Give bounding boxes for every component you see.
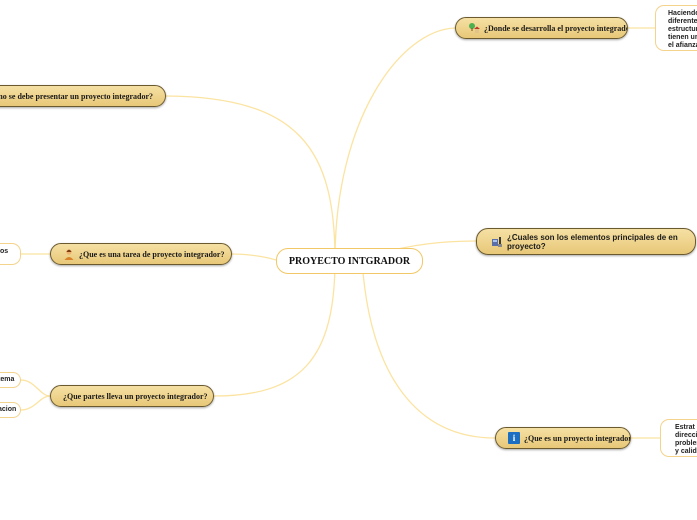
leaf-donde-detail[interactable]: Haciendo diferente estructur tienen ur e…	[655, 5, 697, 51]
leaf-line: direcci	[675, 432, 697, 439]
topic-que-es[interactable]: i ¿Que es un proyecto integrador?	[495, 427, 631, 449]
link-que-es	[361, 259, 496, 439]
topic-como-label: ¿Como se debe presentar un proyecto inte…	[0, 91, 153, 101]
tools-icon	[491, 236, 503, 248]
leaf-text: os	[0, 248, 9, 255]
leaf-partes-detail-1[interactable]: tema	[0, 372, 21, 388]
house-tree-icon	[468, 22, 480, 34]
topic-donde[interactable]: ¿Donde se desarrolla el proyecto integra…	[455, 17, 628, 39]
central-topic-label: PROYECTO INTGRADOR	[288, 255, 411, 267]
leaf-line: y calida	[675, 448, 697, 455]
link-partes-leaf-2	[20, 395, 51, 411]
link-donde	[334, 27, 456, 261]
central-topic[interactable]: PROYECTO INTGRADOR	[276, 248, 423, 274]
leaf-line: Estrat	[675, 424, 695, 431]
topic-partes[interactable]: ¿Que partes lleva un proyecto integrador…	[50, 385, 214, 407]
topic-elementos-label: ¿Cuales son los elementos principales de…	[507, 232, 678, 251]
leaf-line: tienen ur	[668, 34, 697, 41]
link-partes-leaf-1	[20, 379, 51, 397]
topic-que-es-label: ¿Que es un proyecto integrador?	[524, 433, 631, 443]
leaf-line: diferente	[668, 18, 697, 25]
leaf-line: Haciendo	[668, 10, 697, 17]
topic-tarea[interactable]: ¿Que es una tarea de proyecto integrador…	[50, 243, 232, 265]
leaf-line: el afianza	[668, 42, 697, 49]
person-icon	[63, 248, 75, 260]
link-tarea	[231, 253, 277, 261]
topic-tarea-label: ¿Que es una tarea de proyecto integrador…	[79, 249, 225, 259]
leaf-tarea-detail[interactable]: os	[0, 243, 21, 265]
topic-donde-label: ¿Donde se desarrolla el proyecto integra…	[484, 23, 628, 33]
leaf-text: tema	[0, 376, 15, 383]
leaf-line: probler	[675, 440, 697, 447]
link-como	[165, 95, 336, 261]
leaf-line: estructur	[668, 26, 697, 33]
link-partes	[213, 259, 336, 397]
topic-como[interactable]: ¿Como se debe presentar un proyecto inte…	[0, 85, 166, 107]
topic-partes-label: ¿Que partes lleva un proyecto integrador…	[63, 391, 208, 401]
topic-elementos[interactable]: ¿Cuales son los elementos principales de…	[476, 228, 696, 255]
info-icon: i	[508, 432, 520, 444]
leaf-que-es-detail[interactable]: Estrat direcci probler y calida	[660, 419, 697, 457]
